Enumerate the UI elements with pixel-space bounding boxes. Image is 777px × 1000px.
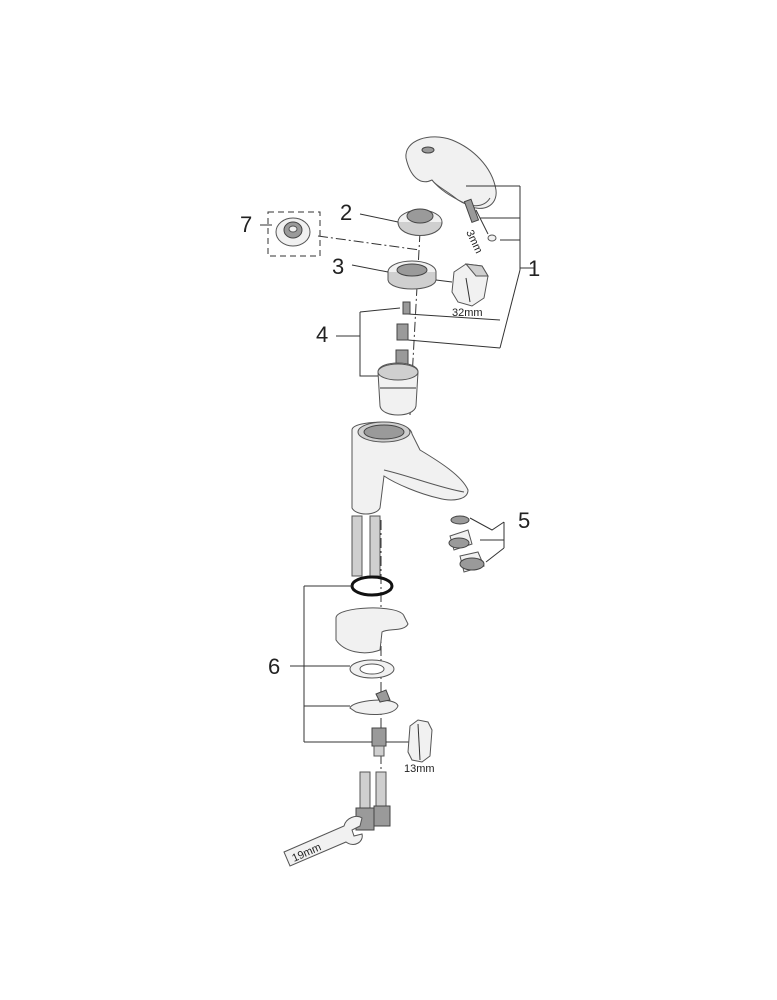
hex-socket-32mm <box>451 263 489 307</box>
adapter-small <box>396 323 409 341</box>
dimension-32mm: 32mm <box>452 307 483 319</box>
flex-hoses <box>351 515 381 577</box>
callout-3: 3 <box>332 254 344 279</box>
cartridge-part4 <box>377 349 419 416</box>
leader-part6 <box>290 585 410 743</box>
callout-4: 4 <box>316 322 328 347</box>
dimension-3mm: 3mm <box>463 228 484 255</box>
cap-part2 <box>397 208 443 236</box>
hose-fittings <box>355 771 391 831</box>
leader-socket32 <box>435 279 453 283</box>
leader-part2 <box>359 213 399 223</box>
dimension-13mm: 13mm <box>404 763 435 775</box>
aerator-part5 <box>448 515 485 573</box>
callout-2: 2 <box>340 200 352 225</box>
hex-key-3mm <box>475 209 497 242</box>
hex-socket-13mm <box>407 719 433 763</box>
screw-small <box>402 301 411 315</box>
leader-part3 <box>351 264 389 273</box>
lever-handle <box>405 136 497 209</box>
cover-part7 <box>267 211 321 257</box>
leader-part4 <box>336 307 401 377</box>
o-ring <box>350 575 394 597</box>
callout-5: 5 <box>518 508 530 533</box>
callout-6: 6 <box>268 654 280 679</box>
grub-screw <box>463 198 480 224</box>
washer <box>349 659 395 679</box>
callout-7: 7 <box>240 212 252 237</box>
leader-part5 <box>469 517 505 563</box>
part7-axis <box>317 235 421 251</box>
faucet-body <box>351 421 469 515</box>
callout-1: 1 <box>528 256 540 281</box>
bonnet-nut-part3 <box>387 260 437 290</box>
horseshoe-bracket <box>349 689 399 715</box>
wrench-19mm <box>283 815 363 867</box>
threaded-stud <box>371 727 387 757</box>
leader-part1 <box>407 185 534 349</box>
gasket-halfmoon <box>335 607 409 654</box>
